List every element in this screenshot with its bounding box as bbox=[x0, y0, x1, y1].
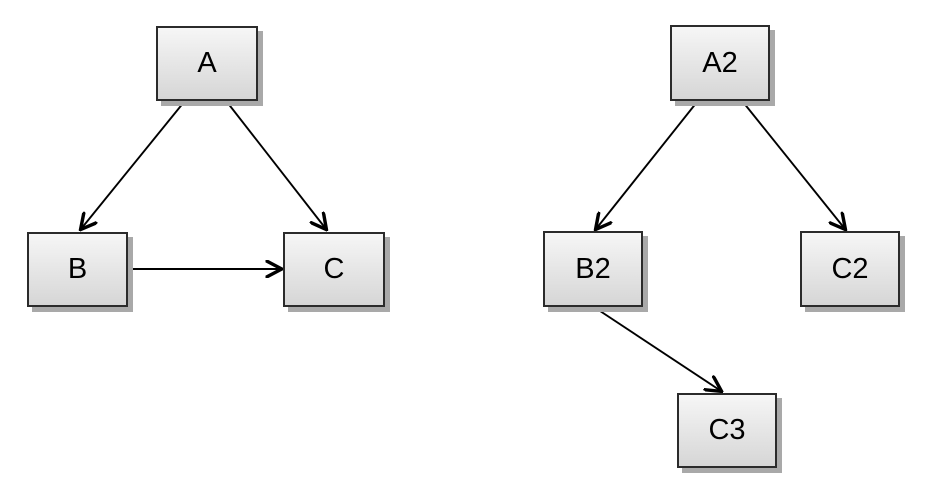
edge-B2-to-C3[interactable] bbox=[593, 306, 721, 391]
edge-group bbox=[81, 101, 845, 391]
edge-A-to-B[interactable] bbox=[81, 101, 185, 229]
node-A2[interactable]: A2 bbox=[670, 25, 770, 101]
node-label-C3: C3 bbox=[708, 414, 746, 446]
node-A[interactable]: A bbox=[156, 26, 258, 101]
node-label-B: B bbox=[67, 253, 88, 285]
node-label-A2: A2 bbox=[702, 46, 738, 79]
node-C3[interactable]: C3 bbox=[677, 393, 777, 468]
edge-A-to-C[interactable] bbox=[226, 101, 326, 229]
node-B2[interactable]: B2 bbox=[543, 231, 643, 307]
node-label-C: C bbox=[323, 253, 345, 285]
node-label-A: A bbox=[197, 47, 217, 79]
node-label-B2: B2 bbox=[575, 252, 611, 285]
node-C2[interactable]: C2 bbox=[800, 231, 900, 307]
node-label-C2: C2 bbox=[831, 252, 869, 285]
node-C[interactable]: C bbox=[283, 232, 385, 307]
edge-A2-to-C2[interactable] bbox=[742, 101, 845, 229]
edge-A2-to-B2[interactable] bbox=[596, 101, 698, 229]
node-B[interactable]: B bbox=[27, 232, 128, 307]
